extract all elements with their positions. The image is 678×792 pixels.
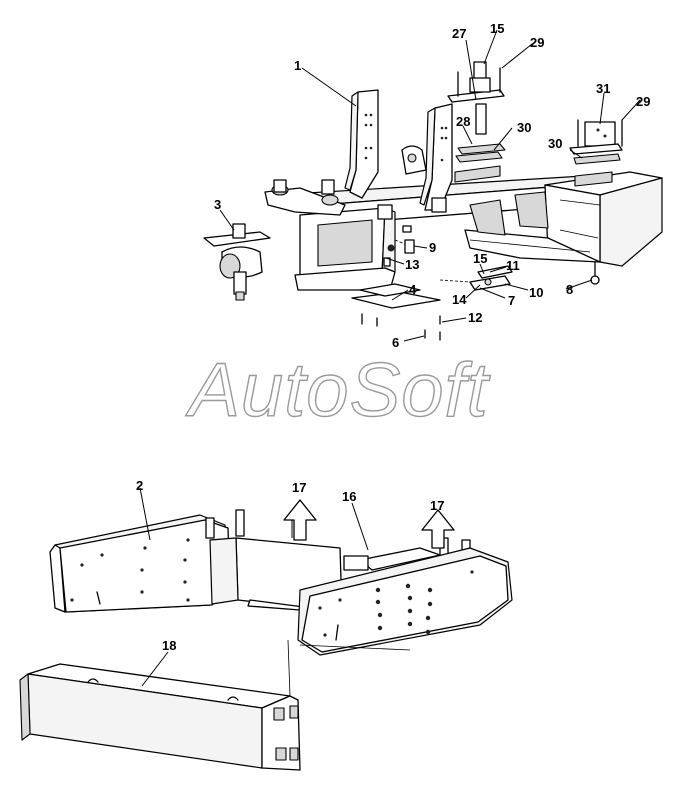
label-part-1: 1 — [294, 58, 301, 73]
label-part-30-left: 30 — [517, 120, 531, 135]
label-part-10: 10 — [529, 285, 543, 300]
watermark: AutoSoft — [185, 348, 490, 433]
label-part-7: 7 — [508, 293, 515, 308]
part-labels: 1 2 3 4 6 7 8 9 10 11 12 13 14 15 15 16 … — [136, 21, 650, 653]
label-part-9: 9 — [429, 240, 436, 255]
label-part-17-right: 17 — [430, 498, 444, 513]
label-part-6: 6 — [392, 335, 399, 350]
rear-frame-assembly — [19, 509, 513, 771]
label-part-16: 16 — [342, 489, 356, 504]
label-part-30-right: 30 — [548, 136, 562, 151]
label-part-14: 14 — [452, 292, 467, 307]
label-part-4: 4 — [409, 282, 417, 297]
label-part-15-mid: 15 — [473, 251, 487, 266]
label-part-27: 27 — [452, 26, 466, 41]
label-part-13: 13 — [405, 257, 419, 272]
label-part-2: 2 — [136, 478, 143, 493]
label-part-3: 3 — [214, 197, 221, 212]
label-part-15-top: 15 — [490, 21, 504, 36]
label-part-11: 11 — [506, 258, 520, 273]
arrow-markers — [283, 499, 455, 549]
frame-assembly — [203, 61, 663, 341]
label-part-29-top: 29 — [530, 35, 544, 50]
label-part-28: 28 — [456, 114, 470, 129]
label-part-12: 12 — [468, 310, 482, 325]
label-part-8: 8 — [566, 282, 573, 297]
leader-lines — [139, 29, 641, 687]
label-part-18: 18 — [162, 638, 176, 653]
label-part-31: 31 — [596, 81, 610, 96]
label-part-17-left: 17 — [292, 480, 306, 495]
label-part-29-right: 29 — [636, 94, 650, 109]
